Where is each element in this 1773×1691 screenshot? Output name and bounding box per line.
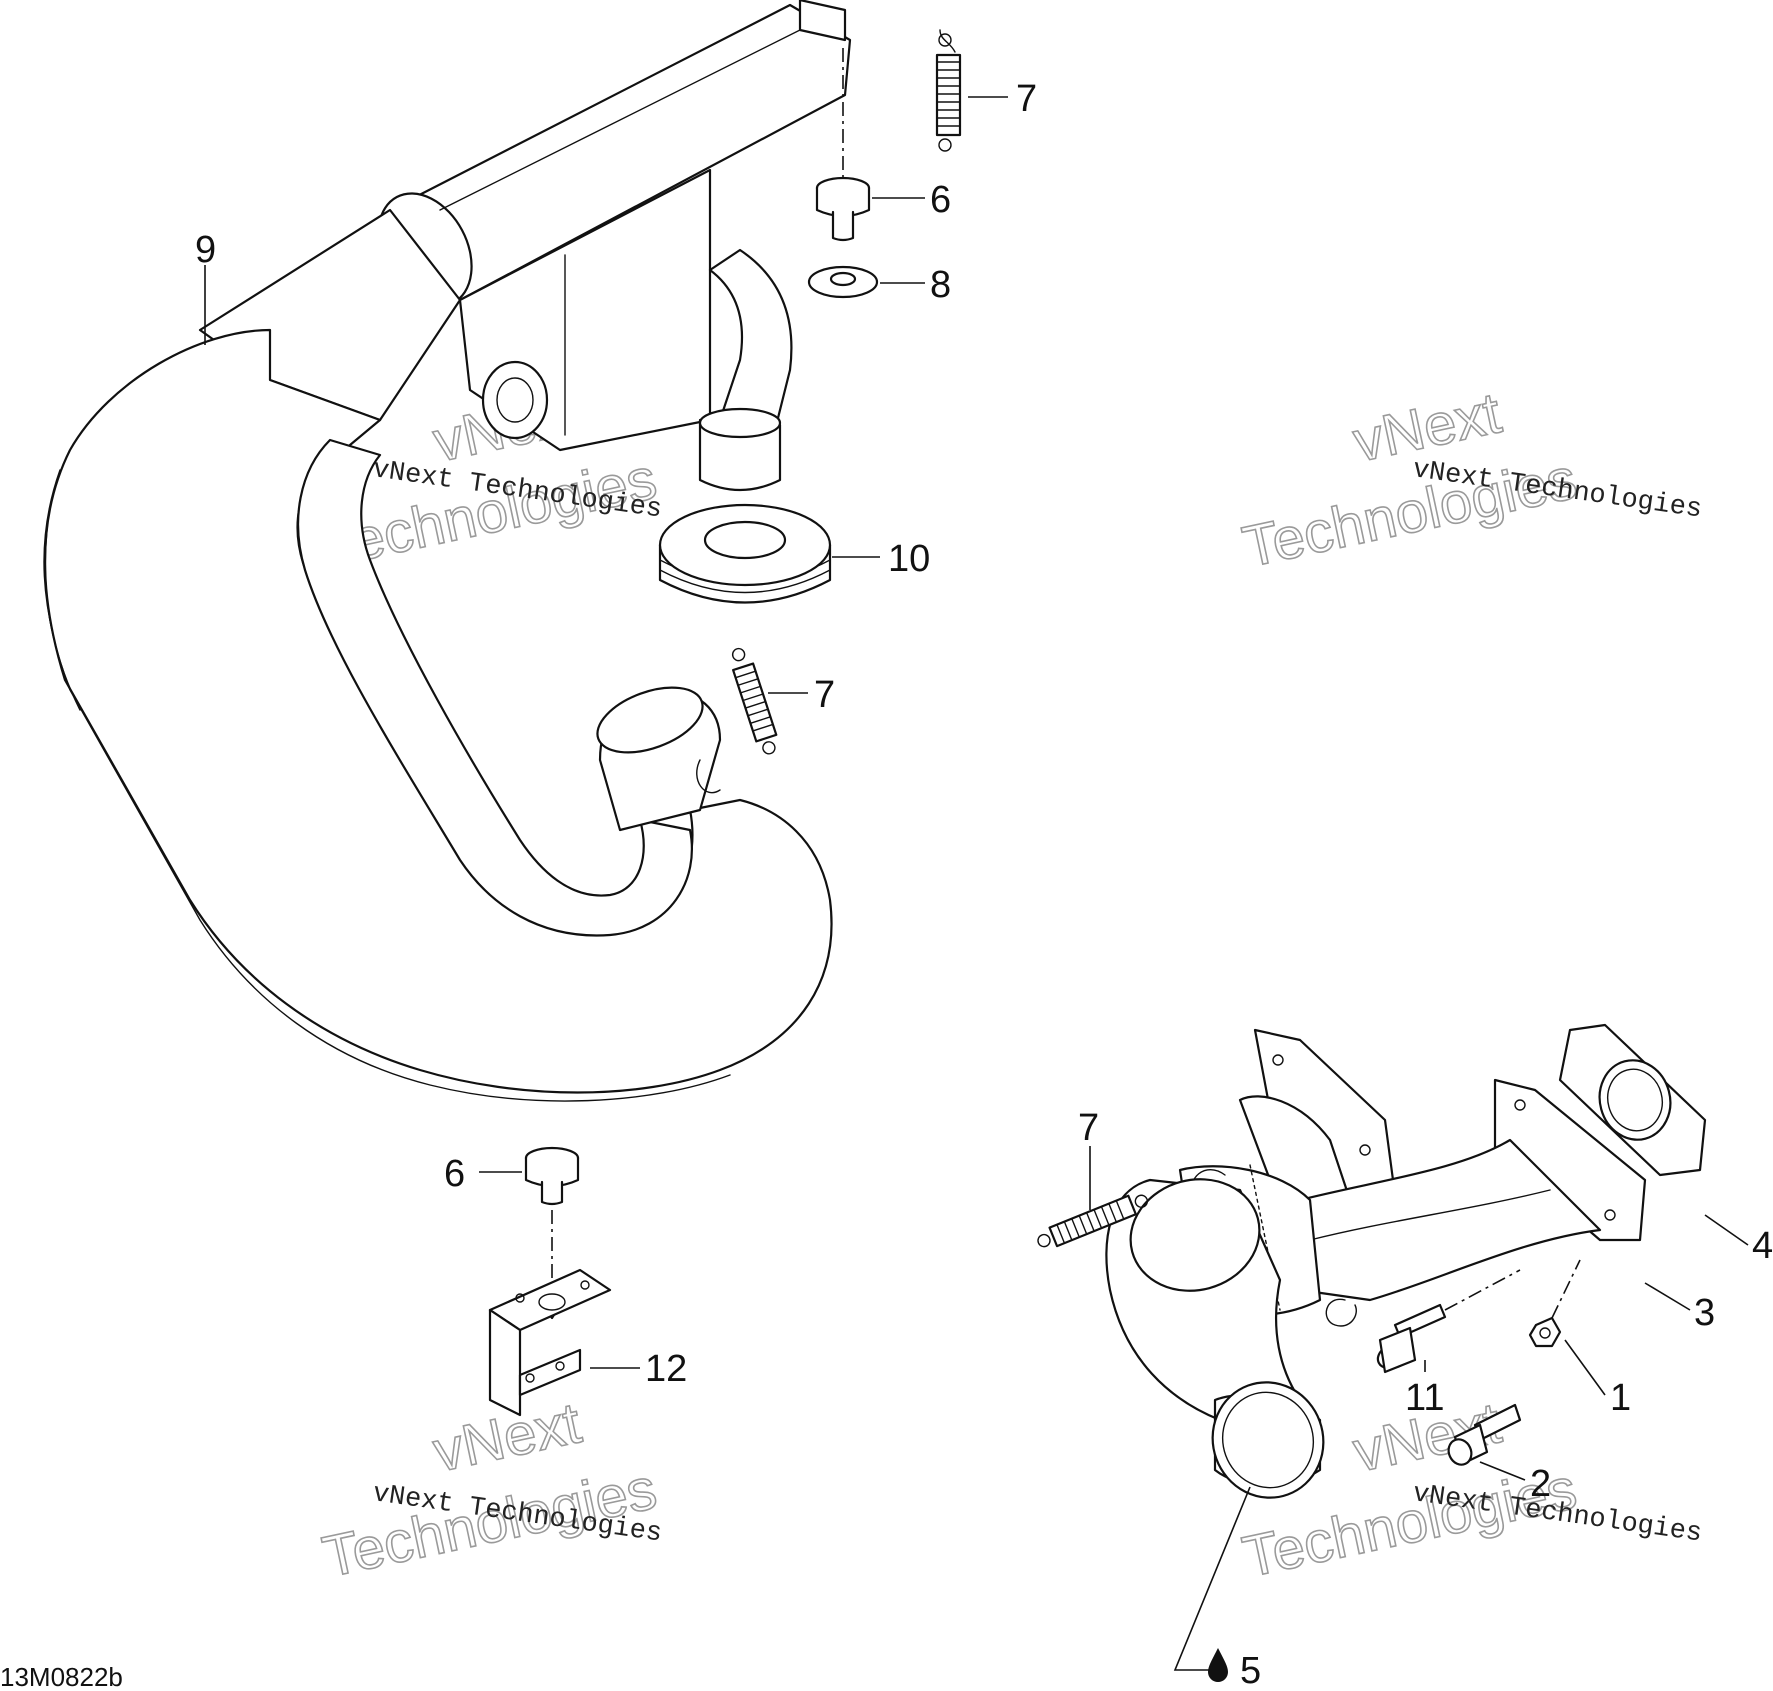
bracket: [488, 1268, 612, 1417]
spring-bottom: [1037, 1194, 1149, 1248]
callout-6: 6: [930, 179, 951, 221]
callout-7: 7: [1016, 78, 1037, 120]
bolt-long: [1376, 1269, 1521, 1374]
callout-2: 2: [1530, 1463, 1551, 1505]
rubber-mount-top: [815, 176, 871, 242]
gasket: [1558, 1023, 1707, 1177]
callout-7: 7: [814, 674, 835, 716]
grommet: [658, 503, 832, 604]
callout-9: 9: [195, 229, 216, 271]
spring-top: [935, 29, 962, 152]
watermark-text: Technologies: [1237, 446, 1582, 580]
callout-5: 5: [1240, 1650, 1261, 1691]
screw: [1447, 1403, 1522, 1466]
figure-code: 13M0822b: [0, 1662, 123, 1691]
watermark-bottom-left: vNext Technologies: [316, 1389, 662, 1590]
callout-4: 4: [1752, 1225, 1773, 1267]
callout-11: 11: [1405, 1377, 1444, 1419]
spring-middle: [731, 647, 778, 755]
exhaust-manifold: [1105, 1028, 1647, 1499]
nut: [1528, 1259, 1581, 1348]
callout-7: 7: [1078, 1107, 1099, 1149]
drop-icon: [1208, 1648, 1228, 1682]
callout-12: 12: [645, 1348, 687, 1390]
tuned-pipe-and-muffler: [43, 0, 852, 1102]
washer: [807, 265, 879, 299]
callout-10: 10: [888, 538, 930, 580]
callout-1: 1: [1610, 1377, 1631, 1419]
callout-8: 8: [930, 264, 951, 306]
callout-6: 6: [444, 1153, 465, 1195]
leader-lines: [204, 96, 1749, 1671]
callout-3: 3: [1694, 1292, 1715, 1334]
callouts: 7 6 8 9 10 7 6 12 7 4 3 11 1 2 5: [195, 78, 1773, 1691]
